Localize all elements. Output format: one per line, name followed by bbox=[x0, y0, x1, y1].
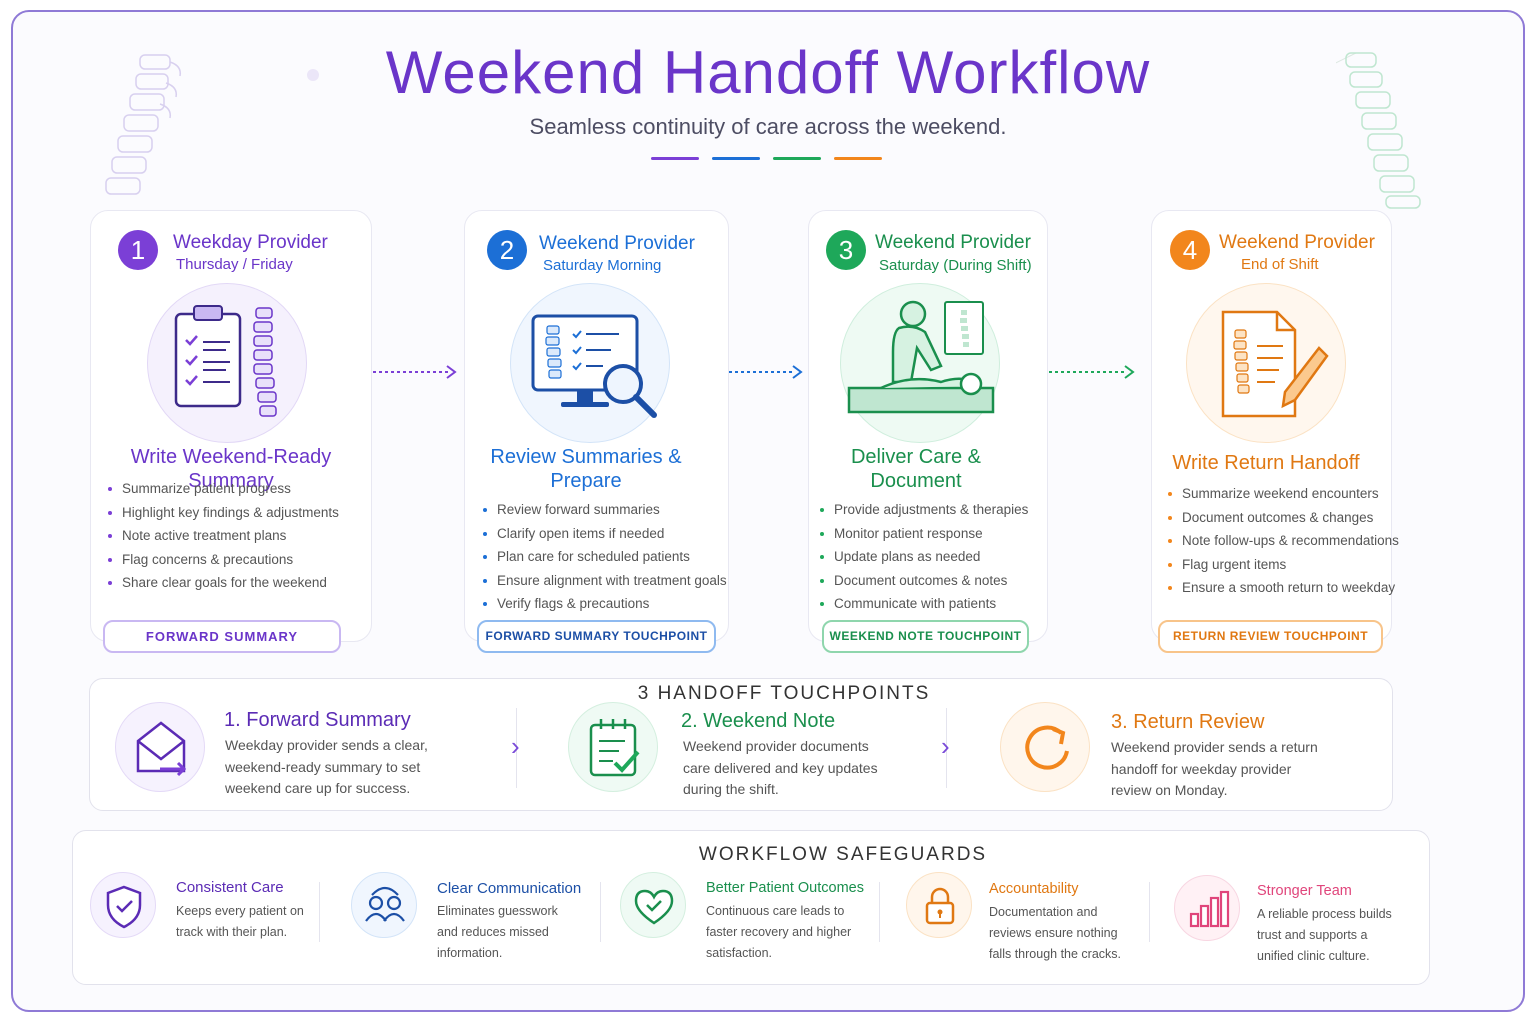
flow-arrow-1 bbox=[373, 365, 457, 379]
step-bullets-3: Provide adjustments & therapies Monitor … bbox=[818, 499, 1028, 617]
step-bullet: Communicate with patients bbox=[818, 593, 1028, 617]
underline-orange bbox=[834, 157, 882, 160]
step-title-2: Review Summaries & Prepare bbox=[490, 446, 682, 492]
touchpoint-desc-2: Weekend provider documents care delivere… bbox=[683, 738, 878, 797]
step-when-1: Thursday / Friday bbox=[176, 256, 293, 273]
divider bbox=[516, 708, 517, 788]
touchpoint-pill-1: FORWARD SUMMARY bbox=[103, 620, 341, 653]
step-number-2: 2 bbox=[487, 230, 527, 270]
safeguard-title-5: Stronger Team bbox=[1257, 883, 1352, 899]
step-bullet: Document outcomes & notes bbox=[818, 570, 1028, 594]
decor-dot bbox=[307, 69, 319, 81]
page-subtitle: Seamless continuity of care across the w… bbox=[529, 114, 1007, 139]
step-number-4: 4 bbox=[1170, 230, 1210, 270]
step-bullets-2: Review forward summaries Clarify open it… bbox=[481, 499, 727, 617]
step-number-3: 3 bbox=[826, 230, 866, 270]
touchpoint-pill-2: FORWARD SUMMARY TOUCHPOINT bbox=[477, 620, 716, 653]
underline-green bbox=[773, 157, 821, 160]
step-bullet: Verify flags & precautions bbox=[481, 593, 727, 617]
refresh-icon bbox=[1000, 702, 1090, 792]
step-bullet: Highlight key findings & adjustments bbox=[106, 502, 339, 526]
step-bullet: Note active treatment plans bbox=[106, 525, 339, 549]
calendar-check-icon bbox=[568, 702, 658, 792]
treatment-icon bbox=[840, 283, 1000, 443]
monitor-magnifier-icon bbox=[510, 283, 670, 443]
step-bullet: Clarify open items if needed bbox=[481, 523, 727, 547]
step-bullet: Provide adjustments & therapies bbox=[818, 499, 1028, 523]
step-when-2: Saturday Morning bbox=[543, 257, 662, 274]
chevron-right-icon: › bbox=[511, 731, 520, 761]
step-role-2: Weekend Provider bbox=[539, 233, 695, 254]
step-role-4: Weekend Provider bbox=[1219, 232, 1375, 253]
shield-check-icon bbox=[90, 872, 156, 938]
divider bbox=[946, 708, 947, 788]
step-bullet: Flag urgent items bbox=[1166, 554, 1399, 578]
step-number-1: 1 bbox=[118, 230, 158, 270]
flow-arrow-2 bbox=[729, 365, 803, 379]
touchpoint-pill-4: RETURN REVIEW TOUCHPOINT bbox=[1158, 620, 1383, 653]
step-bullet: Ensure a smooth return to weekday bbox=[1166, 577, 1399, 601]
step-title-3: Deliver Care & Document bbox=[850, 446, 982, 492]
heart-check-icon bbox=[620, 872, 686, 938]
step-bullet: Share clear goals for the weekend bbox=[106, 572, 339, 596]
step-card-2 bbox=[464, 210, 729, 642]
lock-icon bbox=[906, 872, 972, 938]
touchpoint-title-2: 2. Weekend Note bbox=[681, 710, 836, 732]
step-bullets-1: Summarize patient progress Highlight key… bbox=[106, 478, 339, 596]
chevron-right-icon: › bbox=[941, 731, 950, 761]
step-role-3: Weekend Provider bbox=[875, 232, 1031, 253]
safeguard-title-2: Clear Communication bbox=[437, 880, 582, 897]
safeguard-title-4: Accountability bbox=[989, 881, 1079, 897]
touchpoint-title-3: 3. Return Review bbox=[1111, 711, 1265, 733]
touchpoint-desc-1: Weekday provider sends a clear, weekend-… bbox=[225, 737, 428, 796]
touchpoints-heading: 3 HANDOFF TOUCHPOINTS bbox=[637, 683, 931, 704]
step-bullet: Flag concerns & precautions bbox=[106, 549, 339, 573]
safeguard-desc-4: Documentation and reviews ensure nothing… bbox=[989, 905, 1122, 961]
safeguards-heading: WORKFLOW SAFEGUARDS bbox=[698, 844, 988, 865]
step-bullet: Document outcomes & changes bbox=[1166, 507, 1399, 531]
safeguard-desc-1: Keeps every patient on track with their … bbox=[176, 904, 304, 939]
underline-purple bbox=[651, 157, 699, 160]
step-title-4: Write Return Handoff bbox=[1172, 452, 1360, 474]
touchpoint-title-1: 1. Forward Summary bbox=[224, 709, 411, 731]
people-icon bbox=[351, 872, 417, 938]
spine-decoration-left bbox=[105, 54, 182, 195]
divider bbox=[1149, 882, 1150, 942]
safeguard-title-3: Better Patient Outcomes bbox=[706, 880, 864, 896]
clipboard-spine-icon bbox=[147, 283, 307, 443]
safeguard-desc-3: Continuous care leads to faster recovery… bbox=[706, 904, 852, 960]
step-bullet: Summarize weekend encounters bbox=[1166, 483, 1399, 507]
step-when-4: End of Shift bbox=[1241, 256, 1319, 273]
step-bullet: Summarize patient progress bbox=[106, 478, 339, 502]
step-bullet: Update plans as needed bbox=[818, 546, 1028, 570]
step-bullet: Note follow-ups & recommendations bbox=[1166, 530, 1399, 554]
spine-decoration-right bbox=[1336, 52, 1421, 209]
flow-arrow-3 bbox=[1049, 365, 1135, 379]
step-bullets-4: Summarize weekend encounters Document ou… bbox=[1166, 483, 1399, 601]
page-title: Weekend Handoff Workflow bbox=[385, 39, 1151, 106]
step-bullet: Monitor patient response bbox=[818, 523, 1028, 547]
divider bbox=[600, 882, 601, 942]
divider bbox=[879, 882, 880, 942]
step-bullet: Review forward summaries bbox=[481, 499, 727, 523]
safeguard-title-1: Consistent Care bbox=[176, 879, 284, 896]
step-bullet: Plan care for scheduled patients bbox=[481, 546, 727, 570]
divider bbox=[319, 882, 320, 942]
document-pencil-icon bbox=[1186, 283, 1346, 443]
touchpoint-pill-3: WEEKEND NOTE TOUCHPOINT bbox=[822, 620, 1029, 653]
step-when-3: Saturday (During Shift) bbox=[879, 257, 1032, 274]
underline-blue bbox=[712, 157, 760, 160]
step-bullet: Ensure alignment with treatment goals bbox=[481, 570, 727, 594]
touchpoint-desc-3: Weekend provider sends a return handoff … bbox=[1111, 739, 1318, 798]
step-role-1: Weekday Provider bbox=[173, 232, 328, 253]
safeguard-desc-2: Eliminates guesswork and reduces missed … bbox=[437, 904, 558, 960]
envelope-arrow-icon bbox=[115, 702, 205, 792]
step-title-1: Write Weekend-Ready Summary bbox=[130, 446, 332, 492]
bar-chart-icon bbox=[1174, 875, 1240, 941]
touchpoints-panel bbox=[89, 678, 1393, 811]
safeguard-desc-5: A reliable process builds trust and supp… bbox=[1257, 907, 1392, 963]
